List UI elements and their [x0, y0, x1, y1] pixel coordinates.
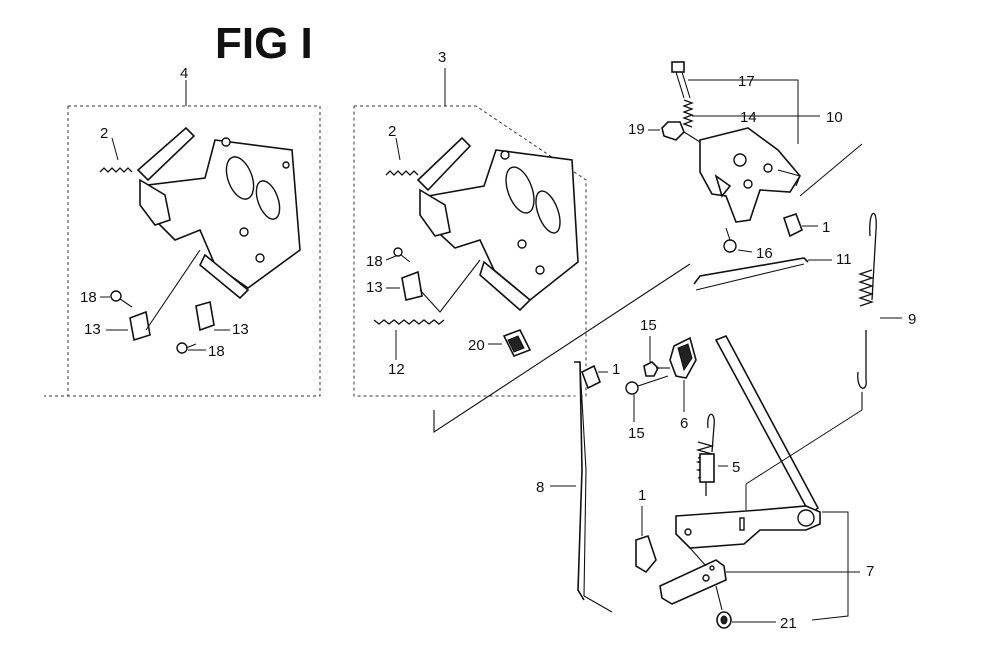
callout-1-middle: 1: [612, 361, 620, 378]
clip-part-1-middle: [580, 364, 602, 390]
callout-2-middle: 2: [388, 123, 396, 140]
clip-part-13-left: [129, 249, 201, 342]
callout-13-right: 13: [232, 321, 249, 338]
bolt-part-18-middle: [393, 247, 411, 263]
spring-part-12: [373, 319, 445, 360]
spring-part-2-left: [99, 137, 133, 173]
callout-19: 19: [628, 121, 645, 138]
lever-arm: [675, 334, 863, 549]
callout-21: 21: [780, 615, 797, 632]
callout-18-left: 18: [80, 289, 97, 306]
callout-4: 4: [180, 65, 188, 82]
callout-16: 16: [756, 245, 773, 262]
control-plate-4: [136, 126, 301, 300]
nut-part-20: [502, 328, 532, 358]
callout-3: 3: [438, 49, 446, 66]
governor-arm-assembly: 17 14 10 19 1 16: [628, 61, 863, 291]
bolt-part-18-left: [110, 290, 133, 308]
clip-part-1-upper: [782, 212, 804, 238]
callout-13-middle: 13: [366, 279, 383, 296]
rod-part-11: [693, 257, 809, 291]
callout-13-left: 13: [84, 321, 101, 338]
clip-part-13-middle: [401, 259, 481, 313]
bolt-part-18-lower: [176, 342, 197, 354]
callout-17: 17: [738, 73, 755, 90]
callout-8: 8: [536, 479, 544, 496]
clip-part-1-lower: [635, 534, 657, 574]
callout-6: 6: [680, 415, 688, 432]
callout-2-left: 2: [100, 125, 108, 142]
callout-15-upper: 15: [640, 317, 657, 334]
callout-20: 20: [468, 337, 485, 354]
control-plate-3: [416, 136, 579, 312]
governor-arm-part-10: [699, 127, 801, 223]
figure-title: FIG I: [215, 19, 313, 68]
lever-part-6: [669, 336, 697, 379]
throttle-linkage: 6 15 15 1 8: [536, 317, 874, 632]
callout-1-lower: 1: [638, 487, 646, 504]
callout-5: 5: [732, 459, 740, 476]
panel-assembly-3: 3 2 18 13: [353, 49, 691, 434]
callout-9: 9: [908, 311, 916, 328]
callout-1-upper: 1: [822, 219, 830, 236]
nut-part-19: [661, 121, 685, 141]
callout-7: 7: [866, 563, 874, 580]
rod-part-8: [574, 361, 613, 613]
bolt-part-17: [671, 61, 691, 99]
callout-18-middle: 18: [366, 253, 383, 270]
callout-10: 10: [826, 109, 843, 126]
spring-part-14: [682, 99, 694, 128]
spring-part-5: [695, 413, 728, 496]
callout-11: 11: [836, 251, 852, 268]
bolt-part-15-upper: [643, 361, 670, 377]
bolt-part-21: [715, 585, 732, 629]
callout-12: 12: [388, 361, 405, 378]
panel-assembly-4: 4 2 18: [44, 65, 321, 397]
callout-15-lower: 15: [628, 425, 645, 442]
clip-part-13-right: [195, 300, 215, 332]
spring-part-2-middle: [385, 137, 419, 176]
callout-18-lower: 18: [208, 343, 225, 360]
callout-14: 14: [740, 109, 757, 126]
plate-part-7: [659, 547, 727, 605]
bolt-part-16: [723, 227, 737, 253]
spring-part-9: [857, 212, 902, 389]
bolt-part-15-lower: [625, 375, 669, 395]
